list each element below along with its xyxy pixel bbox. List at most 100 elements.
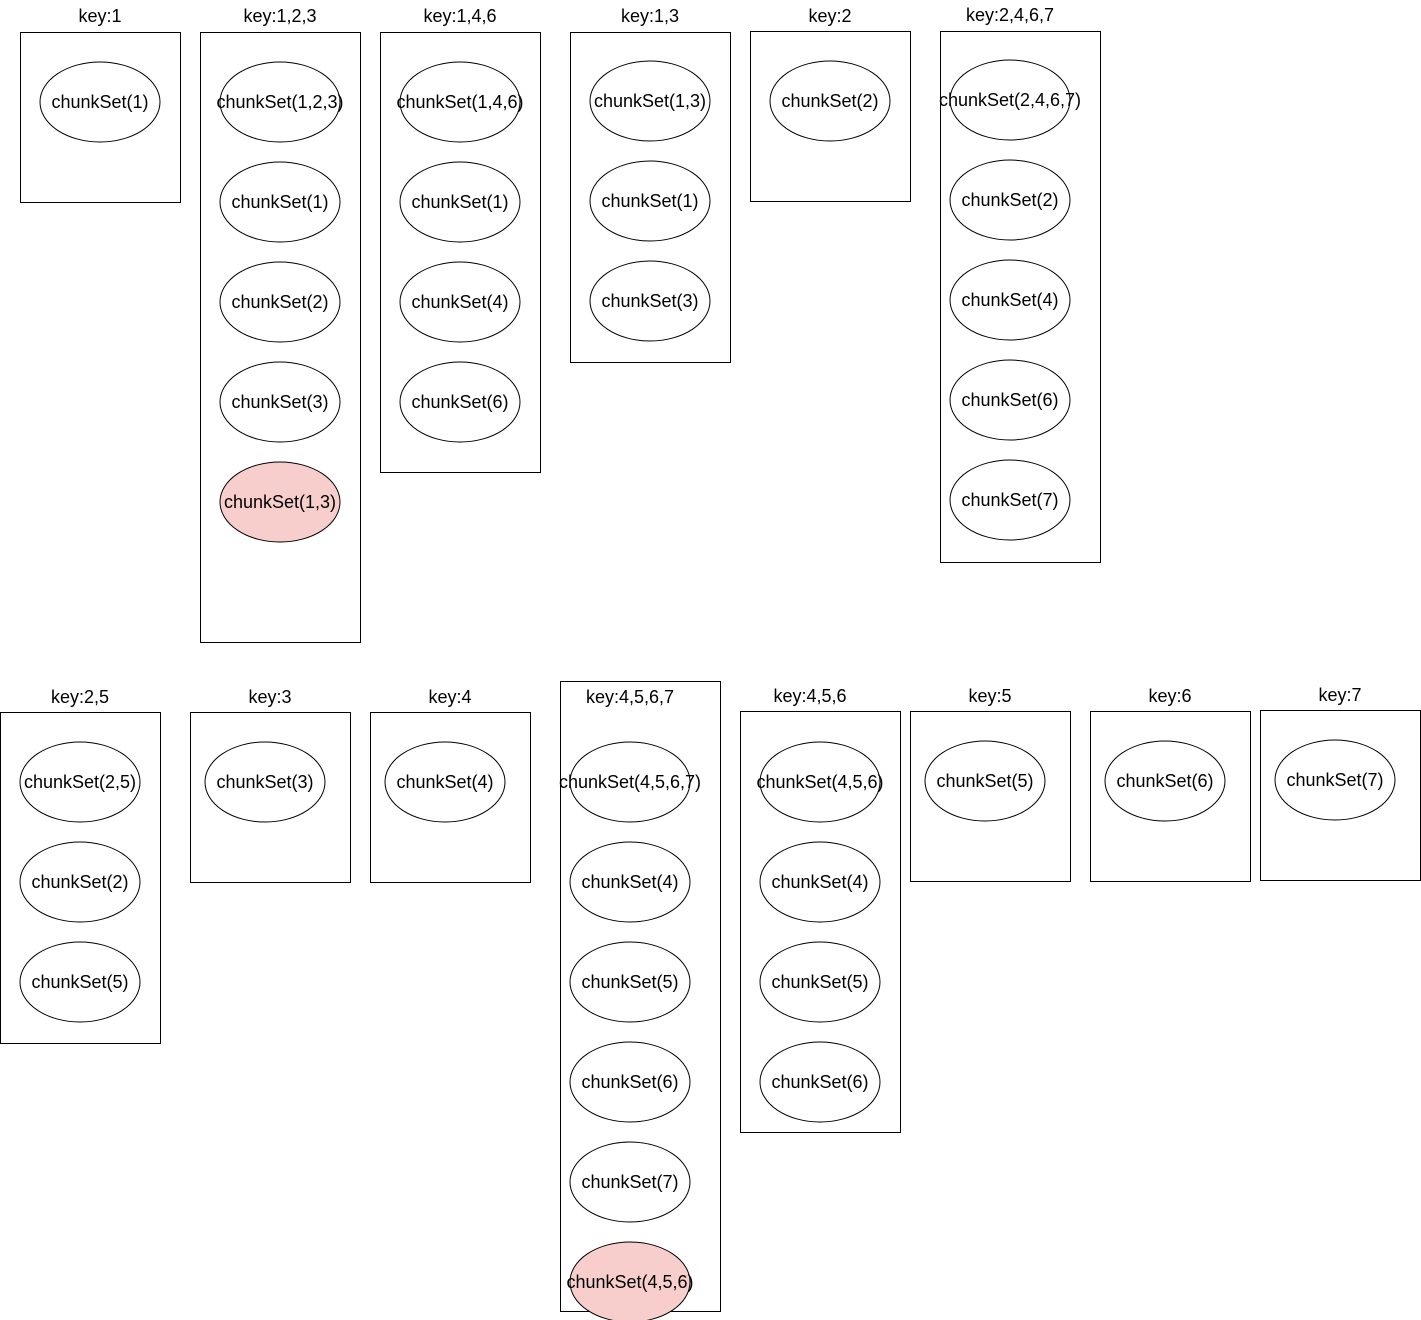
chunkset-node: chunkSet(3)	[204, 741, 326, 823]
chunkset-ellipse	[759, 741, 881, 823]
chunkset-ellipse	[949, 459, 1071, 541]
key-group: key:5 chunkSet(5)	[910, 686, 1071, 882]
chunkset-ellipse	[759, 941, 881, 1023]
chunkset-ellipse	[39, 61, 161, 143]
chunkset-node: chunkSet(7)	[949, 459, 1071, 541]
chunkset-node: chunkSet(6)	[569, 1041, 691, 1123]
chunkset-label: chunkSet(5)	[581, 972, 678, 992]
key-title: key:3	[248, 687, 291, 707]
chunkset-label: chunkSet(1)	[231, 192, 328, 212]
chunkset-label: chunkSet(7)	[581, 1172, 678, 1192]
key-group: key:1,3 chunkSet(1,3) chunkSet(1) chunkSet(…	[570, 6, 731, 363]
chunkset-label: chunkSet(4,5,6)	[756, 772, 883, 792]
chunkset-node: chunkSet(2)	[949, 159, 1071, 241]
chunkset-ellipse	[19, 941, 141, 1023]
key-title: key:2,5	[51, 687, 109, 707]
chunkset-label: chunkSet(3)	[601, 291, 698, 311]
key-title: key:1	[78, 6, 121, 26]
chunkset-ellipse	[589, 160, 711, 242]
key-group: key:2,5 chunkSet(2,5) chunkSet(2) chunkSet(…	[0, 687, 161, 1044]
chunkset-node: chunkSet(6)	[949, 359, 1071, 441]
chunkset-ellipse	[949, 59, 1071, 141]
chunkset-ellipse	[949, 359, 1071, 441]
chunkset-node: chunkSet(6)	[759, 1041, 881, 1123]
chunkset-label: chunkSet(5)	[771, 972, 868, 992]
key-title: key:2,4,6,7	[966, 5, 1054, 25]
key-title: key:6	[1148, 686, 1191, 706]
chunkset-label: chunkSet(6)	[961, 390, 1058, 410]
chunkset-node: chunkSet(2)	[769, 60, 891, 142]
chunkset-ellipse	[569, 1041, 691, 1123]
chunkset-label: chunkSet(4)	[961, 290, 1058, 310]
chunkset-label: chunkSet(6)	[1116, 771, 1213, 791]
chunkset-node: chunkSet(4)	[399, 261, 521, 343]
chunkset-ellipse	[1274, 739, 1396, 821]
chunkset-node: chunkSet(2)	[19, 841, 141, 923]
chunkset-ellipse	[759, 1041, 881, 1123]
key-group: key:1,4,6 chunkSet(1,4,6) chunkSet(1) chunk…	[380, 6, 541, 473]
chunkset-node: chunkSet(4,5,6)	[756, 741, 884, 823]
chunkset-label: chunkSet(1,3)	[594, 91, 706, 111]
chunkset-label: chunkSet(4)	[411, 292, 508, 312]
key-title: key:1,3	[621, 6, 679, 26]
chunkset-label: chunkSet(2)	[961, 190, 1058, 210]
chunkset-node-highlighted: chunkSet(4,5,6)	[566, 1241, 694, 1320]
chunkset-node: chunkSet(7)	[569, 1141, 691, 1223]
key-group: key:1 chunkSet(1)	[20, 6, 181, 203]
key-title: key:1,4,6	[423, 6, 496, 26]
key-group: key:3 chunkSet(3)	[190, 687, 351, 883]
chunkset-ellipse	[219, 161, 341, 243]
chunkset-ellipse	[204, 741, 326, 823]
chunkset-ellipse	[569, 941, 691, 1023]
chunkset-label: chunkSet(1)	[601, 191, 698, 211]
chunkset-node: chunkSet(1,4,6)	[396, 61, 524, 143]
chunkset-label: chunkSet(6)	[771, 1072, 868, 1092]
chunkset-ellipse	[924, 740, 1046, 822]
chunkset-node: chunkSet(7)	[1274, 739, 1396, 821]
chunkset-node: chunkSet(4)	[949, 259, 1071, 341]
chunkset-node: chunkSet(6)	[399, 361, 521, 443]
chunkset-label: chunkSet(2,5)	[24, 772, 136, 792]
chunkset-ellipse	[949, 159, 1071, 241]
chunkset-label: chunkSet(2)	[31, 872, 128, 892]
key-group: key:7 chunkSet(7)	[1260, 685, 1421, 881]
chunkset-label: chunkSet(2)	[231, 292, 328, 312]
chunkset-node: chunkSet(2)	[219, 261, 341, 343]
chunkset-ellipse	[769, 60, 891, 142]
chunkset-label: chunkSet(4)	[581, 872, 678, 892]
chunkset-node: chunkSet(6)	[1104, 740, 1226, 822]
chunkset-node: chunkSet(5)	[759, 941, 881, 1023]
key-title: key:7	[1318, 685, 1361, 705]
chunkset-node: chunkSet(5)	[569, 941, 691, 1023]
chunkset-node: chunkSet(1)	[399, 161, 521, 243]
chunkset-node-highlighted: chunkSet(1,3)	[219, 461, 341, 543]
chunkset-ellipse	[569, 741, 691, 823]
chunkset-node: chunkSet(2,5)	[19, 741, 141, 823]
chunkset-node: chunkSet(5)	[19, 941, 141, 1023]
chunkset-node: chunkSet(1)	[589, 160, 711, 242]
chunkset-label: chunkSet(7)	[961, 490, 1058, 510]
key-title: key:5	[968, 686, 1011, 706]
chunkset-ellipse	[569, 1241, 691, 1320]
chunkset-ellipse	[399, 161, 521, 243]
chunkset-node: chunkSet(1,3)	[589, 60, 711, 142]
chunkset-ellipse	[219, 461, 341, 543]
key-group: key:4,5,6chunkSet(4,5,6)chunkSet(4)chunk…	[740, 686, 901, 1133]
key-group: key:6 chunkSet(6)	[1090, 686, 1251, 882]
chunkset-ellipse	[569, 1141, 691, 1223]
chunkset-label: chunkSet(4)	[771, 872, 868, 892]
key-title: key:4	[428, 687, 471, 707]
chunkset-label: chunkSet(1)	[411, 192, 508, 212]
chunkset-ellipse	[1104, 740, 1226, 822]
chunkset-ellipse	[19, 841, 141, 923]
chunkset-label: chunkSet(6)	[411, 392, 508, 412]
chunkset-ellipse	[399, 261, 521, 343]
chunkset-node: chunkSet(5)	[924, 740, 1046, 822]
chunkset-node: chunkSet(3)	[589, 260, 711, 342]
chunkset-node: chunkSet(4,5,6,7)	[559, 741, 701, 823]
chunkset-ellipse	[949, 259, 1071, 341]
chunkset-label: chunkSet(1)	[51, 92, 148, 112]
chunkset-label: chunkSet(3)	[231, 392, 328, 412]
